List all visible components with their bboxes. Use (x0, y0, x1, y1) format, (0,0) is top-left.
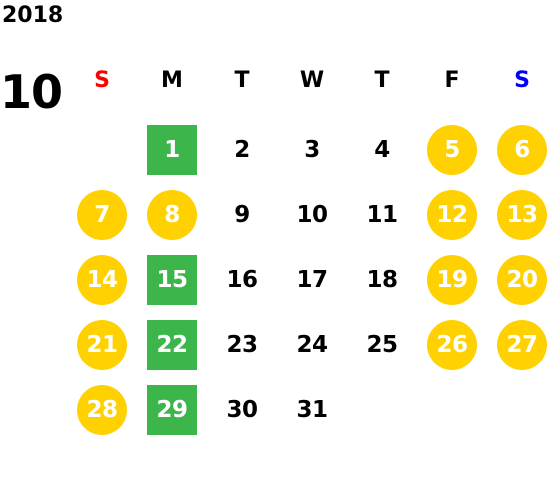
day-cell[interactable]: 28 (77, 385, 127, 435)
day-cell[interactable]: 4 (374, 137, 390, 163)
day-cell[interactable]: 13 (497, 190, 547, 240)
day-cell[interactable]: 16 (226, 267, 258, 293)
weekday-header-tuesday: T (234, 68, 250, 93)
day-cell[interactable]: 17 (296, 267, 328, 293)
day-cell[interactable]: 27 (497, 320, 547, 370)
day-cell[interactable]: 3 (304, 137, 320, 163)
day-cell[interactable]: 26 (427, 320, 477, 370)
day-cell[interactable]: 19 (427, 255, 477, 305)
day-cell[interactable]: 21 (77, 320, 127, 370)
weekday-header-wednesday: W (299, 68, 325, 93)
day-cell[interactable]: 18 (366, 267, 398, 293)
day-cell[interactable]: 31 (296, 397, 328, 423)
day-cell[interactable]: 8 (147, 190, 197, 240)
day-cell[interactable]: 22 (147, 320, 197, 370)
year-label: 2018 (2, 3, 64, 28)
weekday-header-monday: M (161, 68, 183, 93)
day-cell[interactable]: 10 (296, 202, 328, 228)
weekday-header-sunday: S (94, 68, 110, 93)
day-cell[interactable]: 25 (366, 332, 398, 358)
day-cell[interactable]: 1 (147, 125, 197, 175)
month-label: 10 (0, 65, 63, 119)
day-cell[interactable]: 5 (427, 125, 477, 175)
day-cell[interactable]: 20 (497, 255, 547, 305)
day-cell[interactable]: 23 (226, 332, 258, 358)
day-cell[interactable]: 7 (77, 190, 127, 240)
day-cell[interactable]: 29 (147, 385, 197, 435)
day-cell[interactable]: 6 (497, 125, 547, 175)
day-cell[interactable]: 9 (234, 202, 250, 228)
day-cell[interactable]: 24 (296, 332, 328, 358)
weekday-header-thursday: T (374, 68, 390, 93)
day-cell[interactable]: 2 (234, 137, 250, 163)
day-cell[interactable]: 11 (366, 202, 398, 228)
day-cell[interactable]: 30 (226, 397, 258, 423)
day-cell[interactable]: 12 (427, 190, 477, 240)
day-cell[interactable]: 15 (147, 255, 197, 305)
day-cell[interactable]: 14 (77, 255, 127, 305)
weekday-header-saturday: S (514, 68, 530, 93)
weekday-header-friday: F (444, 68, 460, 93)
